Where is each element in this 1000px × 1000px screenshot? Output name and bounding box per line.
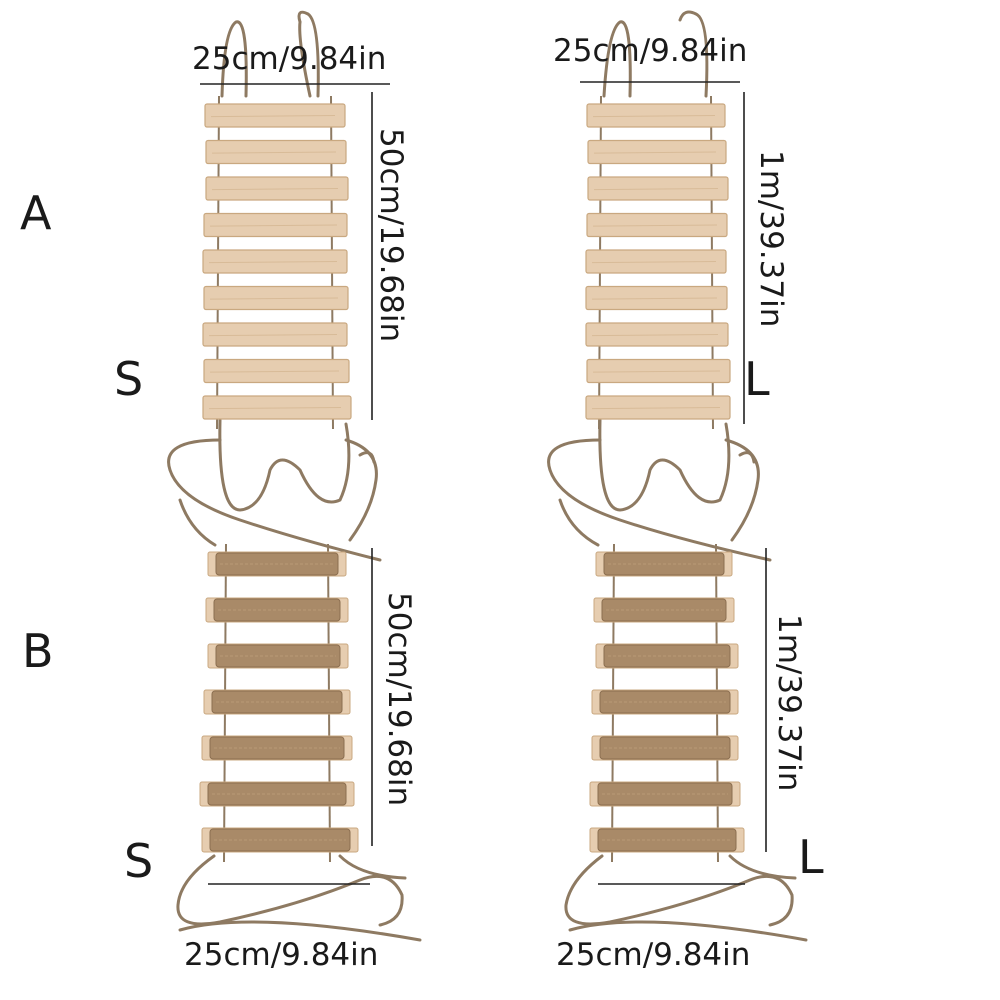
rope-loop <box>568 920 808 942</box>
size-label-b-l: L <box>798 830 824 884</box>
size-label-b-s: S <box>124 834 154 888</box>
wood-grain <box>591 334 719 337</box>
rope-loop <box>678 10 709 98</box>
rope-loop <box>167 438 382 562</box>
wood-grain <box>209 224 338 227</box>
rope-loop <box>220 20 248 98</box>
wood-grain <box>591 261 717 264</box>
wood-grain <box>208 407 342 410</box>
rope-loop <box>358 451 376 464</box>
wood-grain <box>591 297 718 300</box>
rope-loop <box>728 854 797 880</box>
wood-grain <box>210 115 336 118</box>
rope-loop <box>602 20 632 98</box>
ladder-rungs <box>199 103 745 853</box>
rope-loop <box>558 498 600 547</box>
width-label-a-l: 25cm/9.84in <box>553 33 748 69</box>
wood-rung <box>203 212 348 238</box>
rope-loop <box>178 920 422 942</box>
wood-rung <box>585 322 729 347</box>
rope-loop <box>724 438 760 542</box>
length-label-a-l: 1m/39.37in <box>753 150 789 328</box>
rope-loop <box>298 20 312 98</box>
rope-loop <box>297 10 320 98</box>
rope-loop <box>738 451 756 464</box>
length-label-b-l: 1m/39.37in <box>771 614 807 792</box>
rope-loop <box>178 498 217 547</box>
width-label-b-l: 25cm/9.84in <box>556 937 751 973</box>
wood-rung <box>202 322 348 347</box>
sisal-rung <box>603 644 731 668</box>
rope-loop <box>547 438 772 562</box>
rope-loop <box>564 854 794 927</box>
wood-grain <box>592 224 718 227</box>
wood-rung <box>586 358 731 384</box>
rope-loops <box>167 10 808 942</box>
rope-loop <box>218 418 351 512</box>
wood-rung <box>203 285 349 311</box>
wood-grain <box>593 188 719 191</box>
wood-rung <box>205 176 349 201</box>
sisal-rung <box>213 598 341 622</box>
wood-rung <box>586 103 726 128</box>
group-label-a: A <box>20 186 52 240</box>
wood-rung <box>585 285 728 311</box>
wood-grain <box>591 407 721 410</box>
width-label-a-s: 25cm/9.84in <box>192 41 387 77</box>
wood-grain <box>592 370 721 373</box>
dimension-lines <box>200 81 767 885</box>
wood-grain <box>208 261 338 264</box>
wood-rung <box>202 395 352 420</box>
wood-grain <box>209 297 339 300</box>
wood-grain <box>592 115 716 118</box>
wood-rung <box>587 176 729 201</box>
length-label-a-s: 50cm/19.68in <box>373 128 409 343</box>
size-label-a-l: L <box>744 352 770 406</box>
rope-loop <box>338 854 407 880</box>
wood-grain <box>211 151 337 154</box>
wood-rung <box>204 103 346 128</box>
wood-rung <box>202 249 348 274</box>
wood-rung <box>585 249 727 274</box>
wood-rung <box>585 395 731 420</box>
wood-grain <box>209 370 340 373</box>
wood-grain <box>593 151 717 154</box>
wood-grain <box>208 334 338 337</box>
group-label-b: B <box>22 624 54 678</box>
rope-loop <box>598 418 731 512</box>
width-label-b-s: 25cm/9.84in <box>184 937 379 973</box>
wood-rung <box>205 139 347 165</box>
length-label-b-s: 50cm/19.68in <box>381 592 417 807</box>
wood-rung <box>586 212 728 238</box>
size-label-a-s: S <box>114 352 144 406</box>
wood-rung <box>203 358 350 384</box>
wood-grain <box>211 188 339 191</box>
rope-loop <box>344 438 378 542</box>
wood-rung <box>587 139 727 165</box>
rope-loop <box>176 854 404 927</box>
